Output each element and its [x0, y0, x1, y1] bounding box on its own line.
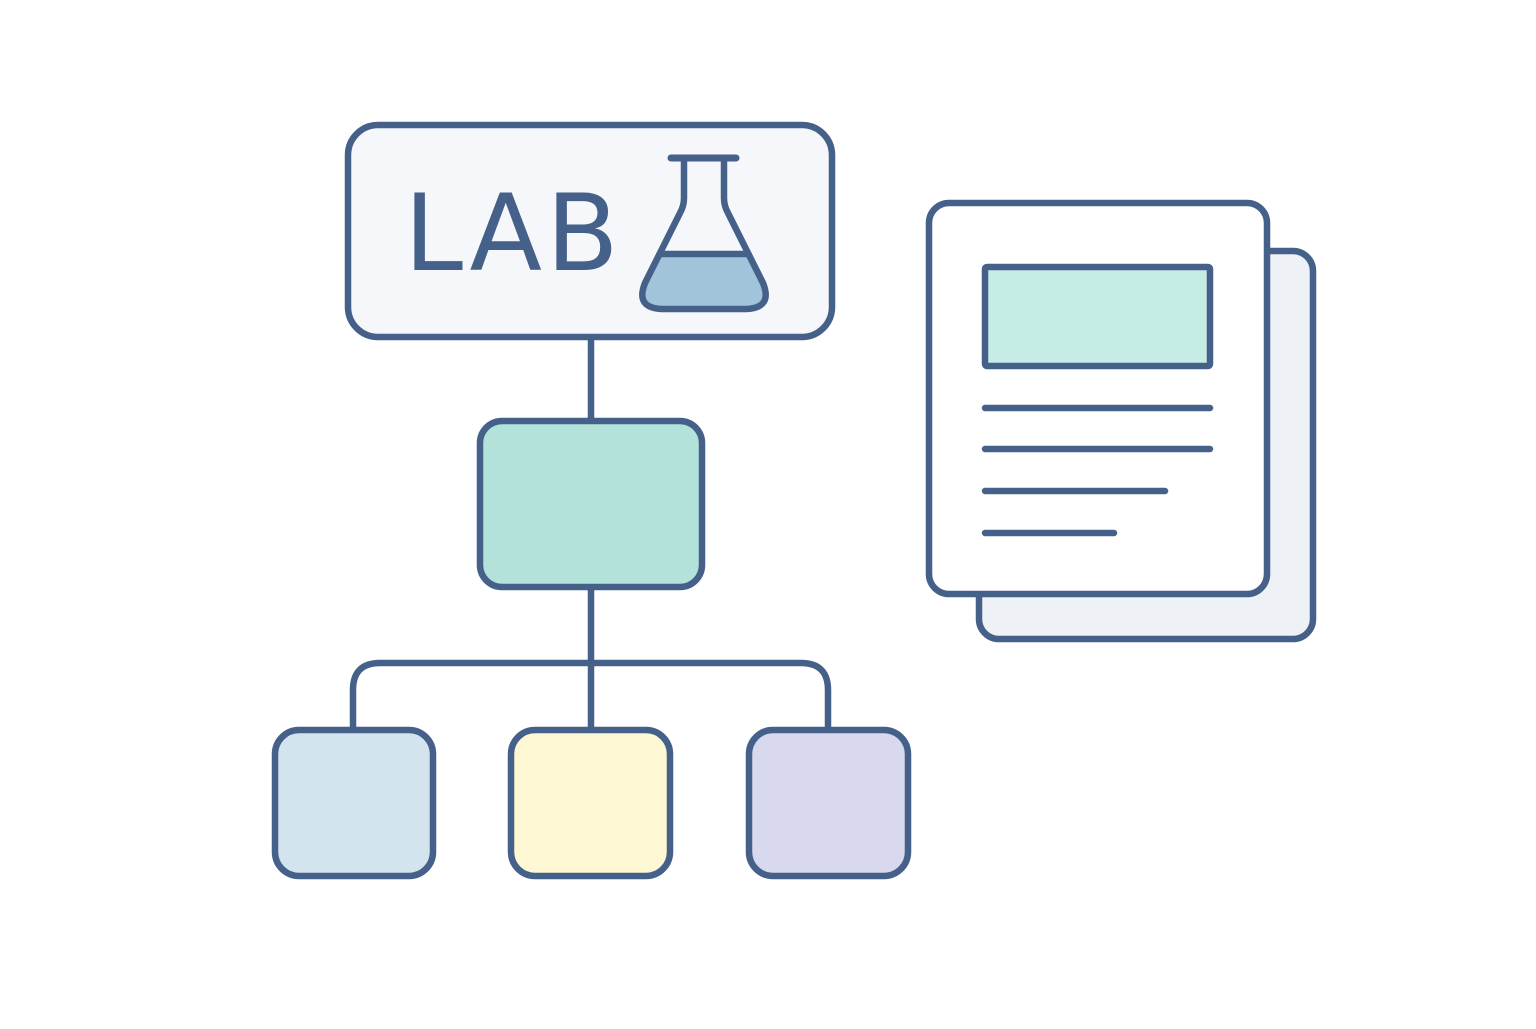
- lab-header-node: LAB: [344, 121, 836, 341]
- document-text-lines: [981, 404, 1214, 537]
- lab-label: LAB: [404, 172, 623, 295]
- flask-liquid: [643, 255, 765, 308]
- flask-icon: [639, 154, 769, 313]
- stacked-documents-icon: [925, 199, 1317, 643]
- child-node-left: [271, 726, 437, 880]
- connector-lines: [349, 335, 832, 734]
- middle-node: [476, 417, 706, 591]
- document-header-block: [981, 263, 1214, 370]
- connector-bus: [349, 659, 832, 734]
- child-node-right: [745, 726, 912, 880]
- flask-outline: [639, 159, 769, 313]
- child-node-center: [507, 726, 674, 880]
